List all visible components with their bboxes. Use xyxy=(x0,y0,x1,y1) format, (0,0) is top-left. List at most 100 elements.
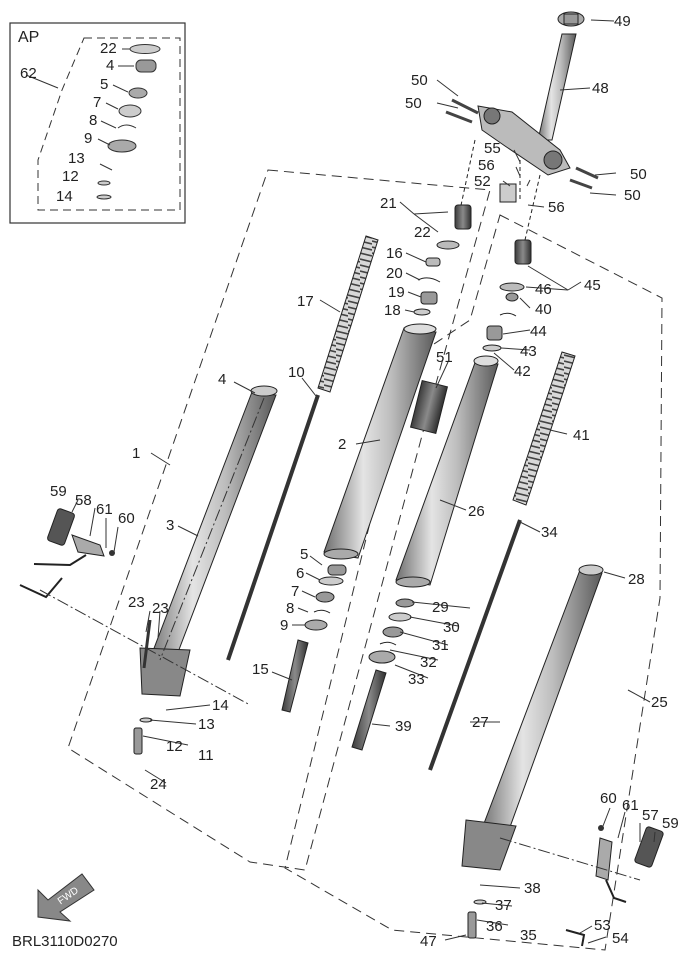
label-8-inset: 8 xyxy=(89,112,97,129)
inner-tube-27 xyxy=(461,564,604,871)
outer-tube-2 xyxy=(323,323,437,560)
label-3: 3 xyxy=(166,517,174,534)
label-21: 21 xyxy=(380,195,397,212)
label-50-d: 50 xyxy=(624,187,641,204)
outer-tube-26 xyxy=(395,355,499,588)
label-55: 55 xyxy=(484,140,501,157)
inset-ap-box xyxy=(9,22,186,224)
label-59-right: 59 xyxy=(662,815,679,832)
label-7-inset: 7 xyxy=(93,94,101,111)
group-outline-25 xyxy=(284,214,663,951)
label-48: 48 xyxy=(592,80,609,97)
label-9-inset: 9 xyxy=(84,130,92,147)
label-29: 29 xyxy=(432,599,449,616)
label-23-b: 23 xyxy=(152,600,169,617)
label-19: 19 xyxy=(388,284,405,301)
label-5: 5 xyxy=(300,546,308,563)
label-13: 13 xyxy=(198,716,215,733)
label-50-b: 50 xyxy=(405,95,422,112)
label-27: 27 xyxy=(472,714,489,731)
label-34: 34 xyxy=(541,524,558,541)
label-4-inset: 4 xyxy=(106,57,114,74)
label-60-right: 60 xyxy=(600,790,617,807)
label-36: 36 xyxy=(486,918,503,935)
label-61-left: 61 xyxy=(96,501,113,518)
label-38: 38 xyxy=(524,880,541,897)
label-20: 20 xyxy=(386,265,403,282)
label-22-inset: 22 xyxy=(100,40,117,57)
label-8: 8 xyxy=(286,600,294,617)
inner-tube-3 xyxy=(139,385,278,697)
fwd-arrow-icon: FWD xyxy=(37,873,95,922)
label-62: 62 xyxy=(20,65,37,82)
label-59-left: 59 xyxy=(50,483,67,500)
label-37: 37 xyxy=(495,897,512,914)
label-31: 31 xyxy=(432,637,449,654)
label-49: 49 xyxy=(614,13,631,30)
label-53: 53 xyxy=(594,917,611,934)
label-56-b: 56 xyxy=(548,199,565,216)
label-18: 18 xyxy=(384,302,401,319)
label-51: 51 xyxy=(436,349,453,366)
label-32: 32 xyxy=(420,654,437,671)
fork-spring-41 xyxy=(512,351,576,506)
label-50-a: 50 xyxy=(411,72,428,89)
small-parts-bottom xyxy=(133,717,487,939)
label-5-inset: 5 xyxy=(100,76,108,93)
label-39: 39 xyxy=(395,718,412,735)
label-13-inset: 13 xyxy=(68,150,85,167)
guard-51 xyxy=(409,379,449,435)
callout-labels: AP 62 22 4 5 7 8 9 13 12 14 49 48 50 50 … xyxy=(12,13,679,950)
label-4: 4 xyxy=(218,371,226,388)
label-11: 11 xyxy=(198,747,214,764)
label-10: 10 xyxy=(288,364,305,381)
label-16: 16 xyxy=(386,245,403,262)
sensor-right xyxy=(565,825,664,947)
label-30: 30 xyxy=(443,619,460,636)
label-54: 54 xyxy=(612,930,629,947)
label-25: 25 xyxy=(651,694,668,711)
label-44: 44 xyxy=(530,323,547,340)
label-40: 40 xyxy=(535,301,552,318)
label-56-a: 56 xyxy=(478,157,495,174)
label-12-inset: 12 xyxy=(62,168,79,185)
small-parts-stack-left xyxy=(304,564,347,631)
steering-stem-assembly xyxy=(445,11,599,241)
small-parts-stack-right xyxy=(368,598,415,664)
label-52: 52 xyxy=(474,173,491,190)
label-12: 12 xyxy=(166,738,183,755)
label-41: 41 xyxy=(573,427,590,444)
label-23-a: 23 xyxy=(128,594,145,611)
label-60-left: 60 xyxy=(118,510,135,527)
fork-caps xyxy=(399,201,582,292)
label-7: 7 xyxy=(291,583,299,600)
label-28: 28 xyxy=(628,571,645,588)
label-24: 24 xyxy=(150,776,167,793)
label-43: 43 xyxy=(520,343,537,360)
label-58: 58 xyxy=(75,492,92,509)
label-15: 15 xyxy=(252,661,269,678)
label-14-inset: 14 xyxy=(56,188,73,205)
label-61-right: 61 xyxy=(622,797,639,814)
label-33: 33 xyxy=(408,671,425,688)
label-14: 14 xyxy=(212,697,229,714)
label-57: 57 xyxy=(642,807,659,824)
damper-rods xyxy=(226,394,522,771)
label-47: 47 xyxy=(420,933,437,950)
label-46: 46 xyxy=(535,281,552,298)
label-42: 42 xyxy=(514,363,531,380)
diagram-code: BRL3110D0270 xyxy=(12,933,118,950)
inset-tag: AP xyxy=(18,29,39,46)
label-6: 6 xyxy=(296,565,304,582)
label-17: 17 xyxy=(297,293,314,310)
label-2: 2 xyxy=(338,436,346,453)
label-35: 35 xyxy=(520,927,537,944)
label-50-c: 50 xyxy=(630,166,647,183)
label-45: 45 xyxy=(584,277,601,294)
label-1: 1 xyxy=(132,445,140,462)
label-9: 9 xyxy=(280,617,288,634)
label-22: 22 xyxy=(414,224,431,241)
sensor-left xyxy=(19,508,115,599)
label-26: 26 xyxy=(468,503,485,520)
